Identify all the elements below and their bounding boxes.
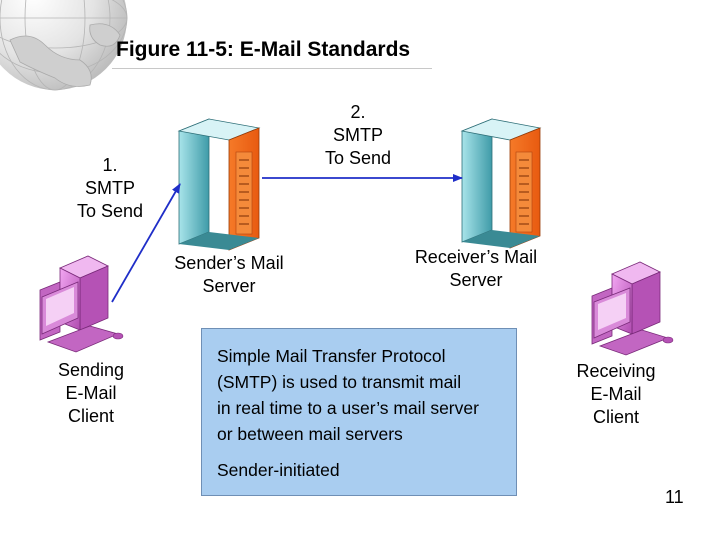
sender-initiated-note: Sender-initiated	[217, 460, 340, 480]
smtp-description-text: Simple Mail Transfer Protocol (SMTP) is …	[217, 346, 479, 444]
sender-server-icon	[177, 118, 261, 251]
receiving-client-label: Receiving E-Mail Client	[576, 361, 656, 427]
receiving-client-computer-icon	[591, 261, 674, 356]
globe-icon	[0, 0, 128, 91]
sending-client-label: Sending E-Mail Client	[57, 360, 125, 426]
smtp-description-box: Simple Mail Transfer Protocol (SMTP) is …	[201, 328, 517, 496]
page-number: 11	[665, 487, 684, 507]
receiver-server-label: Receiver’s Mail Server	[414, 247, 538, 290]
sending-client-computer-icon	[39, 255, 124, 353]
figure-title: Figure 11-5: E-Mail Standards	[116, 38, 411, 61]
title-underline	[112, 68, 432, 69]
step1-label: 1. SMTP To Send	[76, 155, 144, 221]
step2-label: 2. SMTP To Send	[324, 102, 392, 168]
arrow-client-to-sender-server	[111, 183, 181, 303]
sender-server-label: Sender’s Mail Server	[174, 253, 284, 296]
receiver-server-icon	[460, 118, 542, 249]
